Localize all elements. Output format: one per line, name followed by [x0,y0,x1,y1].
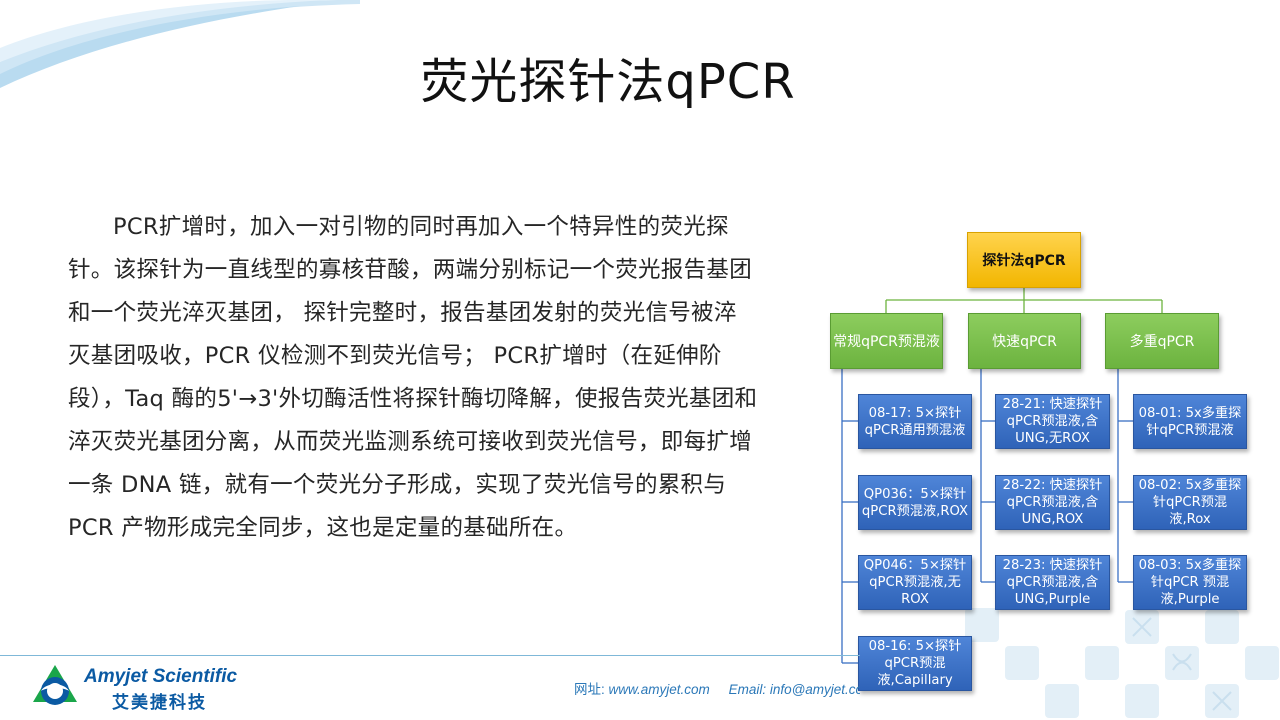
email-label: Email: [728,682,770,697]
footer-divider [0,655,860,656]
category-regular-qpcr: 常规qPCR预混液 [830,313,943,369]
product-08-02: 08-02: 5x多重探针qPCR预混液,Rox [1133,475,1247,530]
product-08-01: 08-01: 5x多重探针qPCR预混液 [1133,394,1247,449]
amyjet-logo-icon [33,665,77,705]
brand-name-english: Amyjet Scientific [84,666,238,687]
slide-title: 荧光探针法qPCR [420,54,796,110]
product-08-17: 08-17: 5×探针qPCR通用预混液 [858,394,972,449]
header-swoosh-decoration [0,0,360,88]
body-paragraph: PCR扩增时，加入一对引物的同时再加入一个特异性的荧光探针。该探针为一直线型的寡… [68,214,758,541]
product-08-16: 08-16: 5×探针qPCR预混液,Capillary [858,636,972,691]
dna-pattern-decoration [965,608,1279,718]
website-link[interactable]: www.amyjet.com [608,682,710,697]
product-28-23: 28-23: 快速探针qPCR预混液,含UNG,Purple [995,555,1110,610]
product-08-03: 08-03: 5x多重探针qPCR 预混液,Purple [1133,555,1247,610]
product-qp036: QP036：5×探针qPCR预混液,ROX [858,475,972,530]
brand-name-chinese: 艾美捷科技 [112,693,207,713]
product-qp046: QP046：5×探针qPCR预混液,无ROX [858,555,972,610]
product-28-21: 28-21: 快速探针qPCR预混液,含UNG,无ROX [995,394,1110,449]
category-fast-qpcr: 快速qPCR [968,313,1081,369]
email-link[interactable]: info@amyjet.com [769,682,860,697]
category-multiplex-qpcr: 多重qPCR [1105,313,1219,369]
website-label: 网址: [574,682,609,697]
product-28-22: 28-22: 快速探针qPCR预混液,含UNG,ROX [995,475,1110,530]
contact-info: 网址: www.amyjet.com Email: info@amyjet.co… [574,678,860,698]
tree-root-node: 探针法qPCR [967,232,1081,288]
